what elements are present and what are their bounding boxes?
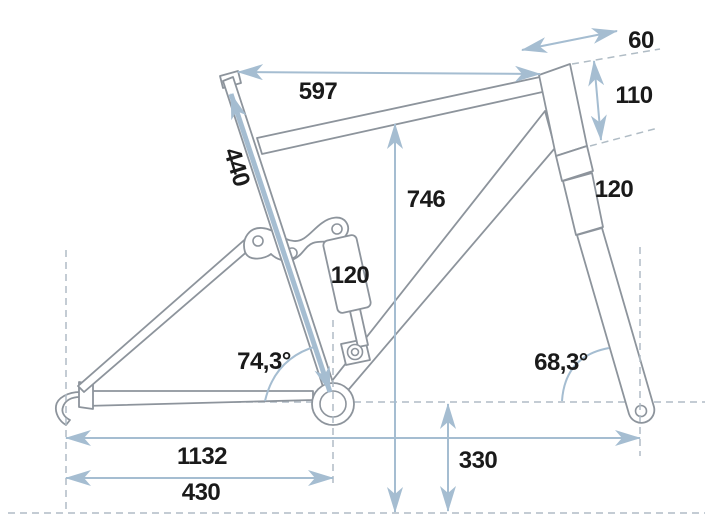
seatstay-tube [77,234,258,393]
rocker-pivot-front [252,235,264,247]
fork-crown [555,145,594,182]
dimension-arrows [65,28,641,513]
top-length-label: 597 [299,78,338,105]
bb-height-label: 330 [459,447,498,474]
seat-tube-arrow [228,93,333,393]
front-axle-hole [634,404,648,418]
head-top-offset-label: 60 [628,27,654,54]
top-length-arrow [237,64,541,82]
guide-lines-under [8,48,705,514]
shock-body [322,234,372,314]
head-top-offset-arrow [521,28,618,53]
shock-label: 120 [331,262,370,289]
rear-dropout-hook [54,391,87,426]
seat-angle-arc [264,345,318,402]
headtube-top-extension-line [571,48,661,65]
wheelbase-label: 1132 [177,443,227,470]
fork-lower-leg [576,227,656,424]
chainstay-label: 430 [182,479,221,506]
seat-angle-label: 74,3° [237,348,291,375]
rocker-pivot-shock [331,223,343,235]
head-angle-arc [561,347,610,402]
guide-lines-over [65,247,641,512]
front-height-label: 746 [407,186,446,213]
shock-lower-eyelet-hole [350,347,360,357]
fork-stanchion [562,172,604,236]
head-tube-arrow [588,60,607,141]
dimension-labels: 597 60 110 120 746 120 440 74,3° 68,3° 1… [177,27,655,506]
head-tube-label: 110 [615,82,652,109]
head-angle-label: 68,3° [534,349,588,376]
chainstay-tube [83,390,314,407]
fork-label: 120 [595,176,634,203]
